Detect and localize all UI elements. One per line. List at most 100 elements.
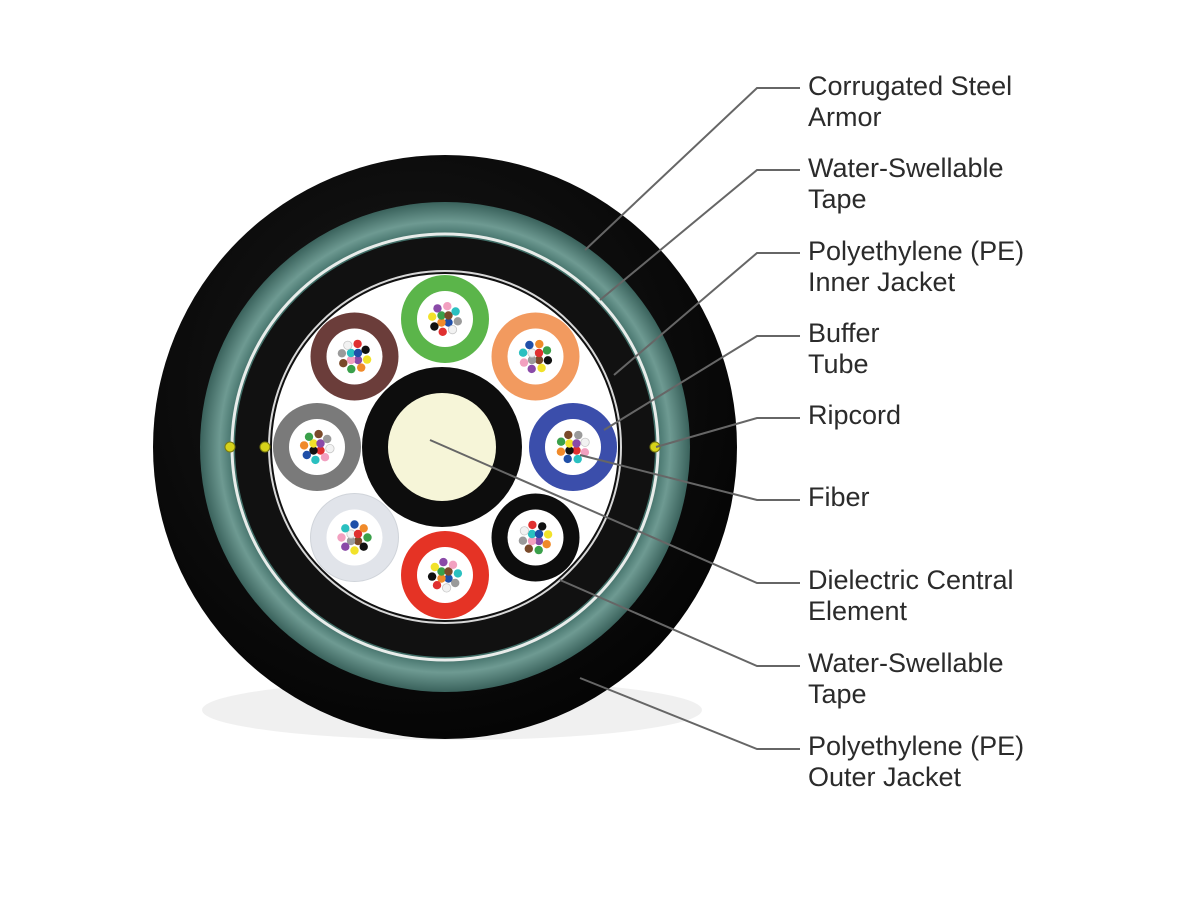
fiber — [428, 312, 437, 321]
buffer-tube-gel-4 — [507, 509, 564, 566]
leader-buffer-tube — [603, 335, 800, 431]
buffer-tube-gel-7 — [289, 419, 345, 475]
dielectric-central-element-core — [388, 393, 496, 501]
fiber — [427, 572, 437, 581]
buffer-tube-gel-2 — [507, 328, 564, 385]
fiber — [359, 524, 368, 533]
fiber — [316, 446, 325, 455]
label-fiber: Fiber — [808, 482, 870, 512]
fiber — [534, 545, 543, 555]
fiber — [304, 432, 314, 441]
ripcord-right — [649, 441, 661, 453]
fiber — [447, 324, 458, 335]
buffer-tube-gel-5 — [417, 547, 473, 603]
fiber — [441, 583, 452, 593]
fiber — [437, 311, 446, 320]
fiber — [565, 439, 574, 448]
fiber — [430, 562, 439, 572]
fiber — [453, 569, 463, 578]
fiber — [357, 363, 366, 372]
leader-water-swellable-tape-outer — [599, 169, 800, 301]
fiber — [350, 520, 359, 529]
fiber — [309, 446, 318, 455]
fiber — [535, 339, 544, 349]
fiber — [353, 536, 363, 546]
leader-lines — [429, 87, 800, 750]
fiber — [527, 364, 536, 374]
fiber — [563, 454, 572, 464]
fiber — [573, 454, 582, 464]
fiber — [542, 540, 551, 549]
fiber — [350, 546, 359, 555]
fiber — [438, 327, 447, 336]
fiber — [433, 304, 442, 313]
fiber — [564, 430, 573, 440]
fiber — [534, 355, 544, 365]
fiber — [527, 529, 537, 539]
label-buffer-tube: Buffer Tube — [808, 318, 880, 379]
fiber — [343, 340, 353, 350]
fiber — [341, 524, 350, 533]
fiber — [302, 450, 311, 460]
leader-pe-outer-jacket — [579, 677, 800, 750]
label-pe-outer-jacket: Polyethylene (PE) Outer Jacket — [808, 731, 1025, 792]
fiber — [323, 434, 332, 444]
fiber — [534, 536, 544, 546]
fiber — [524, 544, 533, 553]
leader-dielectric-central-element — [429, 439, 800, 584]
fiber — [359, 542, 368, 551]
label-water-swellable-tape-outer: Water-Swellable Tape — [808, 153, 1004, 214]
buffer-tubes — [273, 275, 617, 619]
fiber — [444, 567, 453, 576]
fiber — [341, 542, 350, 551]
fiber — [444, 311, 453, 320]
fiber — [361, 345, 370, 354]
fiber — [556, 447, 566, 456]
fiber — [580, 448, 590, 457]
fiber — [432, 581, 442, 590]
fiber — [353, 355, 363, 365]
fiber — [572, 446, 581, 455]
fiber — [580, 437, 590, 447]
leader-fiber — [579, 454, 800, 501]
label-pe-inner-jacket: Polyethylene (PE) Inner Jacket — [808, 236, 1025, 297]
fiber — [311, 455, 320, 465]
fiber — [325, 443, 335, 454]
fiber — [528, 520, 537, 530]
fiber — [339, 359, 348, 368]
fiber — [299, 441, 309, 450]
fiber — [527, 536, 537, 546]
fiber — [346, 348, 356, 358]
leader-corrugated-steel-armor — [584, 87, 800, 251]
fiber — [451, 578, 460, 588]
label-corrugated-steel-armor: Corrugated Steel Armor — [808, 71, 1013, 132]
fiber — [542, 346, 552, 355]
fiber — [337, 349, 347, 358]
fiber — [543, 530, 553, 539]
fiber — [574, 430, 583, 440]
fiber — [444, 318, 453, 327]
fiber — [353, 348, 363, 358]
fiber — [444, 574, 453, 583]
ripcord-left-inner — [259, 441, 271, 453]
fiber — [430, 322, 439, 331]
fiber — [556, 437, 566, 446]
fiber — [453, 317, 462, 326]
fiber — [314, 429, 323, 439]
fiber — [537, 363, 546, 373]
fiber — [320, 453, 330, 462]
fiber — [362, 355, 372, 364]
buffer-tube-gel-3 — [545, 419, 601, 475]
fiber — [525, 340, 534, 350]
buffer-tube-gel-6 — [326, 509, 383, 566]
fiber — [443, 302, 452, 311]
ripcord-left-outer — [224, 441, 236, 453]
leader-pe-inner-jacket — [613, 252, 800, 376]
label-water-swellable-tape-inner: Water-Swellable Tape — [808, 648, 1004, 709]
fiber — [518, 536, 528, 545]
fiber — [519, 526, 530, 536]
fiber — [353, 339, 362, 349]
fiber — [439, 557, 448, 567]
